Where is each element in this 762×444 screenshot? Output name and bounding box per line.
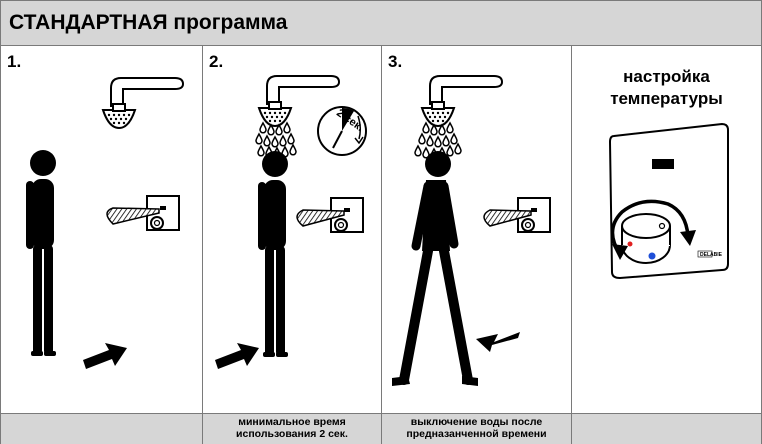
- temperature-illustration: DELABIE: [608, 122, 729, 280]
- step-1-number: 1.: [7, 52, 22, 71]
- walk-in-arrow-icon: [215, 343, 259, 369]
- header-bar: СТАНДАРТНАЯ программа: [1, 1, 761, 46]
- shower-head-icon: [421, 75, 503, 127]
- sensor-beam-icon: [296, 209, 345, 227]
- step-3-number: 3.: [388, 52, 403, 71]
- timer-icon: 2 сек.: [317, 106, 367, 156]
- brand-logo: DELABIE: [700, 252, 723, 258]
- step-1-illustration: [26, 77, 184, 369]
- cold-indicator-icon: [648, 252, 656, 260]
- temperature-title-line2: температуры: [610, 89, 723, 108]
- shower-head-icon: [102, 77, 184, 129]
- hot-indicator-icon: [627, 241, 633, 247]
- walking-person-icon: [392, 151, 478, 386]
- person-icon: [26, 150, 56, 356]
- step-2-illustration: 2 сек.: [215, 75, 367, 369]
- temperature-knob-icon: [621, 213, 671, 264]
- temperature-title-line1: настройка: [623, 67, 710, 86]
- walk-in-arrow-icon: [83, 343, 127, 369]
- step-2-caption-cell: минимальное время использования 2 сек.: [203, 413, 382, 444]
- temperature-caption-cell: [572, 413, 761, 444]
- temperature-title: настройка температуры: [572, 66, 761, 110]
- step-2-caption-line2: использования 2 сек.: [236, 428, 348, 440]
- step-2-number: 2.: [209, 52, 224, 71]
- step-1-panel: 1.: [1, 46, 203, 413]
- step-3-caption-cell: выключение воды после предназанченной вр…: [382, 413, 572, 444]
- walk-out-arrow-icon: [476, 332, 520, 352]
- step-3-caption-line1: выключение воды после: [410, 416, 543, 428]
- step-2-panel: 2. 2 сек.: [203, 46, 382, 413]
- sensor-beam-icon: [106, 207, 160, 225]
- step-2-caption-line1: минимальное время: [238, 416, 346, 428]
- rotate-arrow-icon: [610, 199, 696, 260]
- step-3-panel: 3.: [382, 46, 572, 413]
- sensor-beam-icon: [483, 209, 532, 227]
- step-3-illustration: [392, 75, 551, 386]
- step-3-caption-line2: предназанченной времени: [406, 428, 547, 440]
- temperature-panel: настройка температуры: [572, 46, 761, 413]
- step-1-caption-cell: [1, 413, 203, 444]
- person-icon: [258, 151, 288, 357]
- page-title: СТАНДАРТНАЯ программа: [9, 11, 288, 34]
